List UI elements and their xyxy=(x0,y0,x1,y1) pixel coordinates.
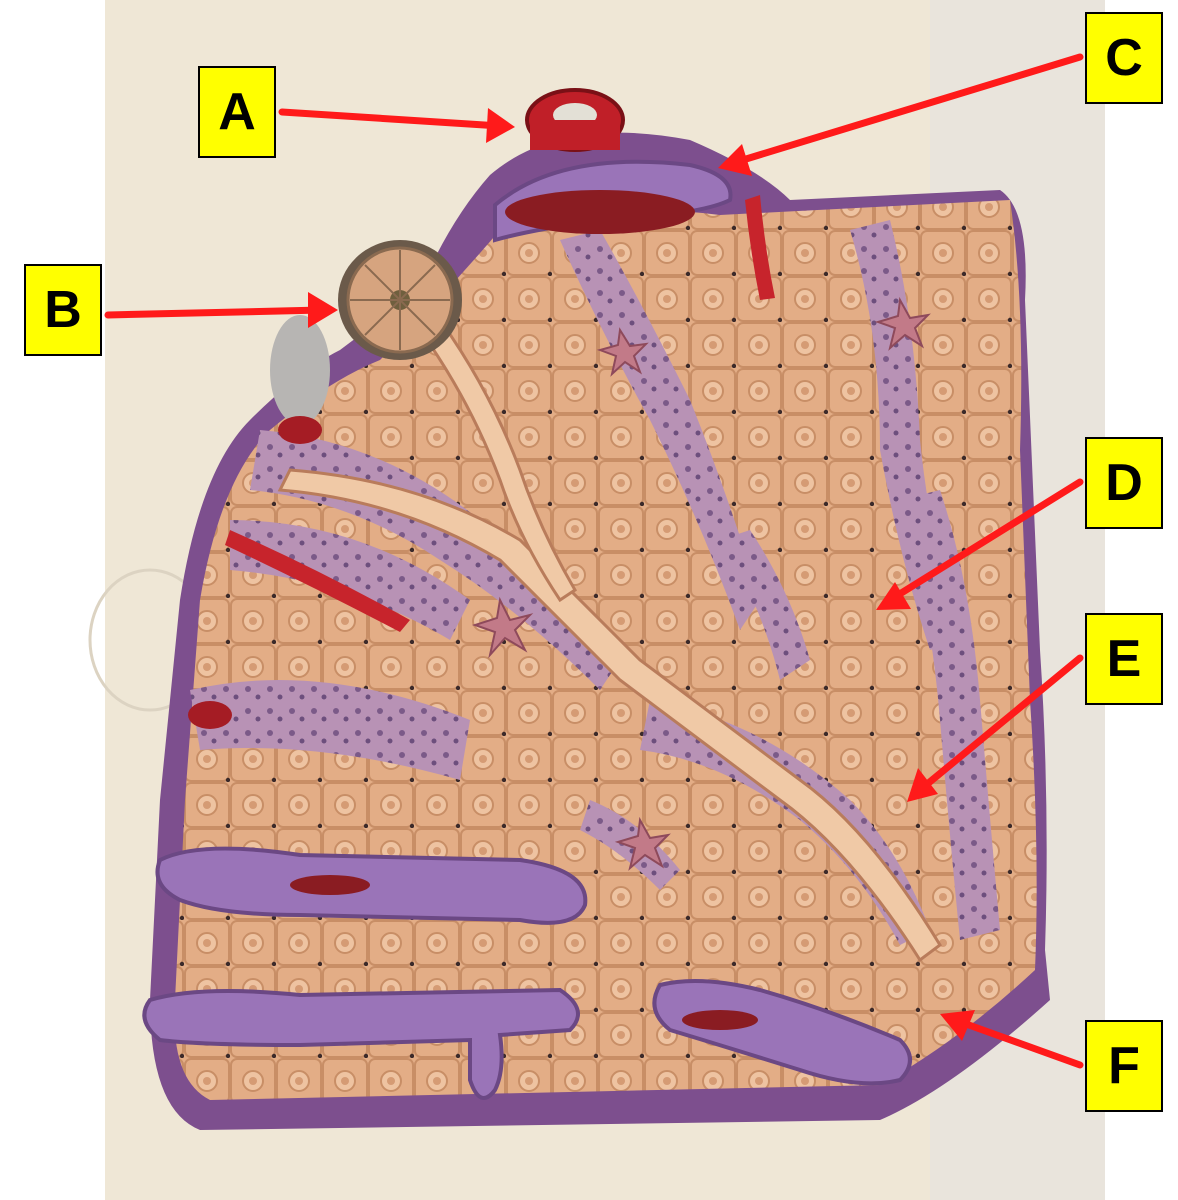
portal-vein-lower xyxy=(155,846,588,925)
sinusoid-channel xyxy=(230,520,470,640)
small-artery xyxy=(745,195,775,300)
sinusoid-channel xyxy=(900,490,1000,940)
sinusoid-channel xyxy=(560,230,760,630)
arrow-heads xyxy=(308,108,975,1041)
label-d: D xyxy=(1085,437,1163,529)
arrow-d xyxy=(886,478,1084,604)
arrow-b xyxy=(104,306,326,319)
kupffer-cells xyxy=(471,296,931,871)
arrow-f xyxy=(951,1016,1084,1069)
label-e: E xyxy=(1085,613,1163,705)
pointer-arrows xyxy=(104,53,1084,1069)
sinusoid-channel xyxy=(640,700,930,945)
sinusoid-channel xyxy=(720,530,810,680)
arteriole xyxy=(225,530,410,632)
label-b: B xyxy=(24,264,102,356)
label-f: F xyxy=(1085,1020,1163,1112)
arrow-e xyxy=(916,654,1084,794)
arrow-a xyxy=(278,108,504,130)
sinusoid-channel xyxy=(190,680,470,780)
arrow-c xyxy=(729,53,1084,167)
portal-vein-bottom xyxy=(142,987,580,1100)
central-vein-lower xyxy=(652,979,912,1086)
label-c: C xyxy=(1085,12,1163,104)
label-a: A xyxy=(198,66,276,158)
